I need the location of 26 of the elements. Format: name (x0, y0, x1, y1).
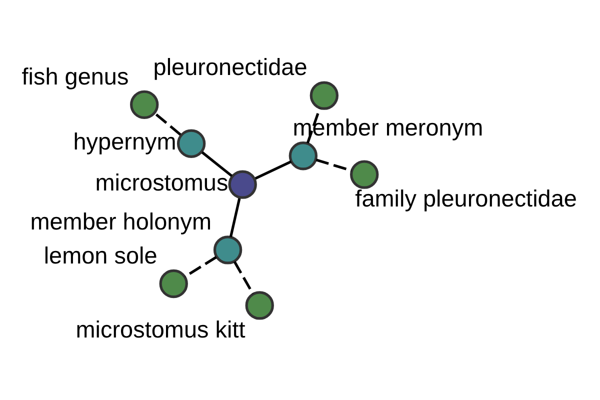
node-label: family pleuronectidae (355, 184, 577, 211)
node-circle (350, 160, 379, 188)
node-label: fish genus (22, 62, 129, 89)
node-circle (245, 290, 274, 320)
node-label: hypernym (73, 128, 176, 154)
connector (233, 260, 254, 294)
connector (201, 150, 233, 176)
node-label: microstomus (95, 168, 228, 195)
connector (306, 107, 321, 144)
connector (154, 112, 182, 136)
node-label: microstomus kitt (76, 316, 246, 342)
connector (316, 158, 352, 172)
node-circle (228, 170, 257, 198)
node-circle (176, 128, 206, 158)
connector (184, 256, 217, 278)
connector (229, 198, 241, 237)
node-label: member meronym (292, 114, 484, 140)
node-label: lemon sole (44, 242, 158, 268)
node-circle (159, 268, 188, 298)
node-label: pleuronectidae (153, 54, 308, 80)
node-circle (310, 80, 339, 110)
connector (254, 160, 292, 180)
node-circle (213, 235, 242, 264)
node-label: member holonym (30, 208, 212, 234)
node-circle (130, 90, 159, 118)
node-circle (288, 141, 318, 170)
